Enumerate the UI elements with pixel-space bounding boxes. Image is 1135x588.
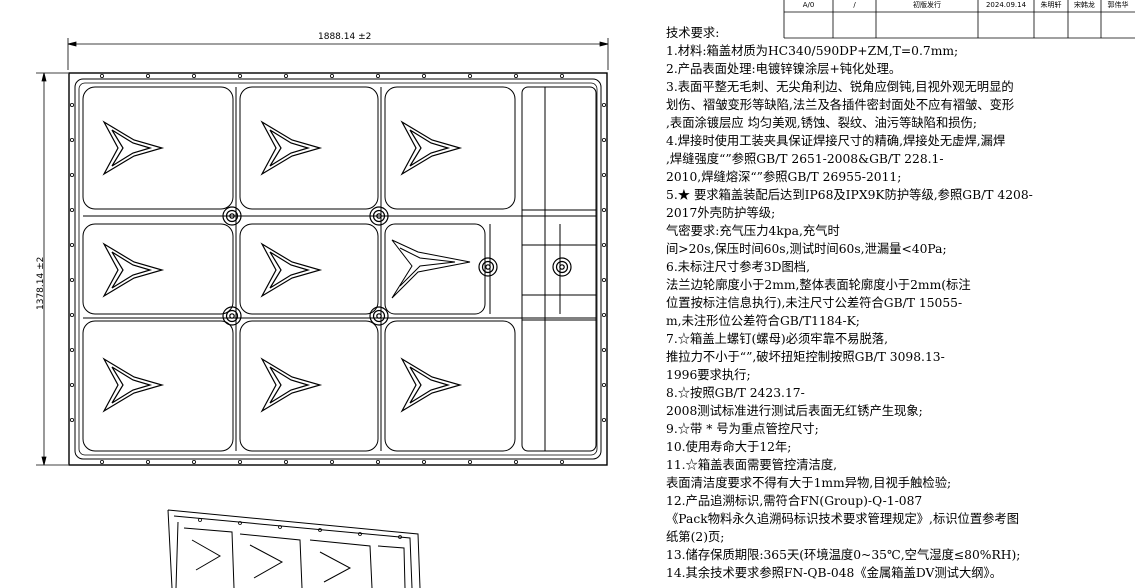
tech-requirement-line: ,焊缝强度“”参照GB/T 2651-2008&GB/T 228.1- <box>666 152 944 166</box>
stiffener-chevron <box>103 121 163 175</box>
revision-description: 初版发行 <box>913 1 941 9</box>
tech-requirement-line: 5.★ 要求箱盖装配后达到IP68及IPX9K防护等级,参照GB/T 4208- <box>666 188 1033 202</box>
tech-requirement-line: 2008测试标准进行测试后表面无红锈产生现象; <box>666 404 923 418</box>
revision-designer: 朱明轩 <box>1040 1 1062 9</box>
cover-plate-top-view <box>68 72 608 466</box>
stiffener-chevron <box>401 358 461 412</box>
revision-table: A/0 / 初版发行 2024.09.14 朱明轩 宋韩龙 郭伟华 <box>784 0 1135 38</box>
tech-requirement-line: 2.产品表面处理:电镀锌镍涂层+钝化处理。 <box>666 62 902 76</box>
width-dimension-line <box>67 38 609 70</box>
mounting-boss <box>222 306 242 326</box>
stiffener-chevron <box>261 358 321 412</box>
panel-grid <box>82 86 597 452</box>
revision-checker: 宋韩龙 <box>1074 1 1095 9</box>
tech-requirement-line: 3.表面平整无毛刺、无尖角利边、锐角应倒钝,目视外观无明显的 <box>666 80 1014 94</box>
revision-approver: 郭伟华 <box>1107 1 1129 9</box>
mounting-boss <box>369 306 389 326</box>
tech-requirement-line: 13.储存保质期限:365天(环境温度0~35℃,空气湿度≤80%RH); <box>666 548 1021 562</box>
tech-requirement-line: 推拉力不小于“”,破坏扭矩控制按照GB/T 3098.13- <box>666 350 945 364</box>
tech-requirement-line: 4.焊接时使用工装夹具保证焊接尺寸的精确,焊接处无虚焊,漏焊 <box>666 134 1006 148</box>
mounting-boss <box>478 257 498 277</box>
tech-requirement-line: 10.使用寿命大于12年; <box>666 440 792 454</box>
tech-requirement-line: 1996要求执行; <box>666 368 751 382</box>
flange-holes <box>70 74 607 464</box>
revision-slash: / <box>853 1 856 9</box>
revision-date: 2024.09.14 <box>985 1 1027 9</box>
tech-requirement-line: 8.☆按照GB/T 2423.17- <box>666 386 805 400</box>
tech-requirement-line: 位置按标注信息执行),未注尺寸公差符合GB/T 15055- <box>666 296 963 310</box>
tech-requirement-line: 间>20s,保压时间60s,测试时间60s,泄漏量<40Pa; <box>666 242 947 256</box>
width-dimension-text: 1888.14 ±2 <box>318 32 372 42</box>
mounting-boss <box>552 257 572 277</box>
stiffener-chevron <box>261 121 321 175</box>
tech-requirement-line: 7.☆箱盖上螺钉(螺母)必须牢靠不易脱落, <box>666 332 888 346</box>
tech-requirement-line: 2017外壳防护等级; <box>666 206 776 220</box>
tech-requirement-line: 12.产品追溯标识,需符合FN(Group)-Q-1-087 <box>666 494 923 508</box>
tech-requirement-line: 2010,焊缝熔深“”参照GB/T 26955-2011; <box>666 170 902 184</box>
tech-requirements-heading: 技术要求: <box>666 26 720 40</box>
stiffener-chevron <box>103 243 163 297</box>
tech-requirement-line: ,表面涂镀层应 均匀美观,锈蚀、裂纹、油污等缺陷和损伤; <box>666 116 977 130</box>
tech-requirement-line: 纸第(2)页; <box>666 530 725 544</box>
revision-version: A/0 <box>802 1 815 9</box>
tech-requirement-line: 6.未标注尺寸参考3D图档, <box>666 260 810 274</box>
tech-requirement-line: m,未注形位公差符合GB/T1184-K; <box>666 314 860 328</box>
height-dimension-text: 1378.14 ±2 <box>36 256 46 310</box>
tech-requirement-line: 法兰边轮廓度小于2mm,整体表面轮廓度小于2mm(标注 <box>666 278 971 292</box>
cover-plate-iso-view <box>167 509 421 588</box>
stiffener-chevron <box>261 243 321 297</box>
tech-requirement-line: 表面清洁度要求不得有大于1mm异物,目视手触检验; <box>666 476 952 490</box>
stiffener-chevron <box>401 121 461 175</box>
revision-table-grid <box>783 0 1135 39</box>
tech-requirement-line: 《Pack物料永久追溯码标识技术要求管理规定》,标识位置参考图 <box>666 512 1020 526</box>
tech-requirement-line: 1.材料:箱盖材质为HC340/590DP+ZM,T=0.7mm; <box>666 44 959 58</box>
tech-requirement-line: 11.☆箱盖表面需要管控清洁度, <box>666 458 838 472</box>
tech-requirement-line: 划伤、褶皱变形等缺陷,法兰及各插件密封面处不应有褶皱、变形 <box>666 98 1015 112</box>
technical-requirements: 技术要求: 1.材料:箱盖材质为HC340/590DP+ZM,T=0.7mm; 2.… <box>666 24 1132 582</box>
tech-requirement-line: 9.☆带 * 号为重点管控尺寸; <box>666 422 819 436</box>
tech-requirement-line: 14.其余技术要求参照FN-QB-048《金属箱盖DV测试大纲》。 <box>666 566 1002 580</box>
tech-requirement-line: 气密要求:充气压力4kpa,充气时 <box>666 224 840 238</box>
center-arrow-feature <box>391 239 471 299</box>
height-dimension-line <box>36 72 68 466</box>
stiffener-chevron <box>103 358 163 412</box>
